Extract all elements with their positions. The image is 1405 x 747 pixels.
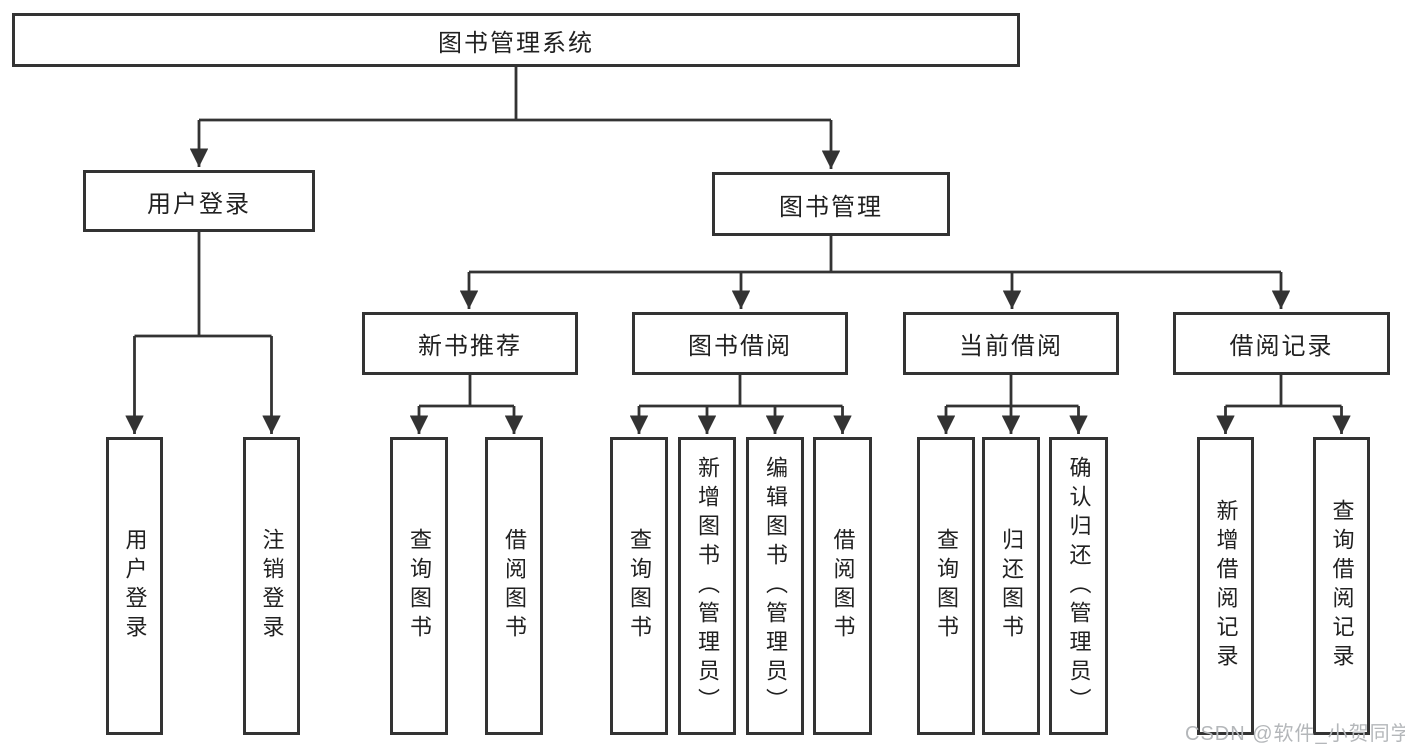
node-label: 编辑图书（管理员） xyxy=(763,455,788,717)
node-label: 确认归还（管理员） xyxy=(1066,455,1092,717)
node-label: 新增图书（管理员） xyxy=(695,455,720,717)
leaf-query-books-current: 查询图书 xyxy=(917,437,975,735)
leaf-query-books-recommend: 查询图书 xyxy=(390,437,448,735)
node-label: 图书管理 xyxy=(779,193,883,221)
leaf-logout: 注销登录 xyxy=(243,437,300,735)
node-label: 借阅记录 xyxy=(1229,333,1334,360)
leaf-query-borrow-record: 查询借阅记录 xyxy=(1313,437,1370,735)
node-user-login: 用户登录 xyxy=(83,170,315,232)
leaf-query-books-borrowing: 查询图书 xyxy=(610,437,668,735)
node-label: 借阅图书 xyxy=(830,528,856,644)
node-label: 归还图书 xyxy=(999,528,1024,644)
leaf-add-books-admin: 新增图书（管理员） xyxy=(678,437,736,735)
leaf-add-borrow-record: 新增借阅记录 xyxy=(1197,437,1254,735)
node-label: 图书借阅 xyxy=(688,333,792,360)
node-label: 当前借阅 xyxy=(959,333,1063,360)
node-label: 查询借阅记录 xyxy=(1329,499,1355,673)
leaf-borrow-books: 借阅图书 xyxy=(813,437,872,735)
csdn-watermark: CSDN @软件_小贺同学 xyxy=(1185,723,1405,745)
leaf-confirm-return-admin: 确认归还（管理员） xyxy=(1049,437,1108,735)
leaf-return-books: 归还图书 xyxy=(982,437,1040,735)
node-system-root: 图书管理系统 xyxy=(12,13,1020,67)
node-label: 新书推荐 xyxy=(418,333,522,360)
node-label: 注销登录 xyxy=(259,528,285,644)
node-book-management: 图书管理 xyxy=(712,172,950,236)
node-label: 新增借阅记录 xyxy=(1213,499,1239,673)
leaf-borrow-books-recommend: 借阅图书 xyxy=(485,437,543,735)
leaf-edit-books-admin: 编辑图书（管理员） xyxy=(746,437,804,735)
node-label: 用户登录 xyxy=(147,190,251,218)
node-label: 查询图书 xyxy=(934,528,959,644)
node-label: 查询图书 xyxy=(407,528,432,644)
node-borrowing-records: 借阅记录 xyxy=(1173,312,1390,375)
node-label: 用户登录 xyxy=(122,528,148,644)
leaf-user-login: 用户登录 xyxy=(106,437,163,735)
node-new-book-recommend: 新书推荐 xyxy=(362,312,578,375)
node-label: 查询图书 xyxy=(627,528,652,644)
node-current-borrowing: 当前借阅 xyxy=(903,312,1119,375)
node-book-borrowing: 图书借阅 xyxy=(632,312,848,375)
node-label: 借阅图书 xyxy=(502,528,527,644)
node-label: 图书管理系统 xyxy=(438,29,594,57)
